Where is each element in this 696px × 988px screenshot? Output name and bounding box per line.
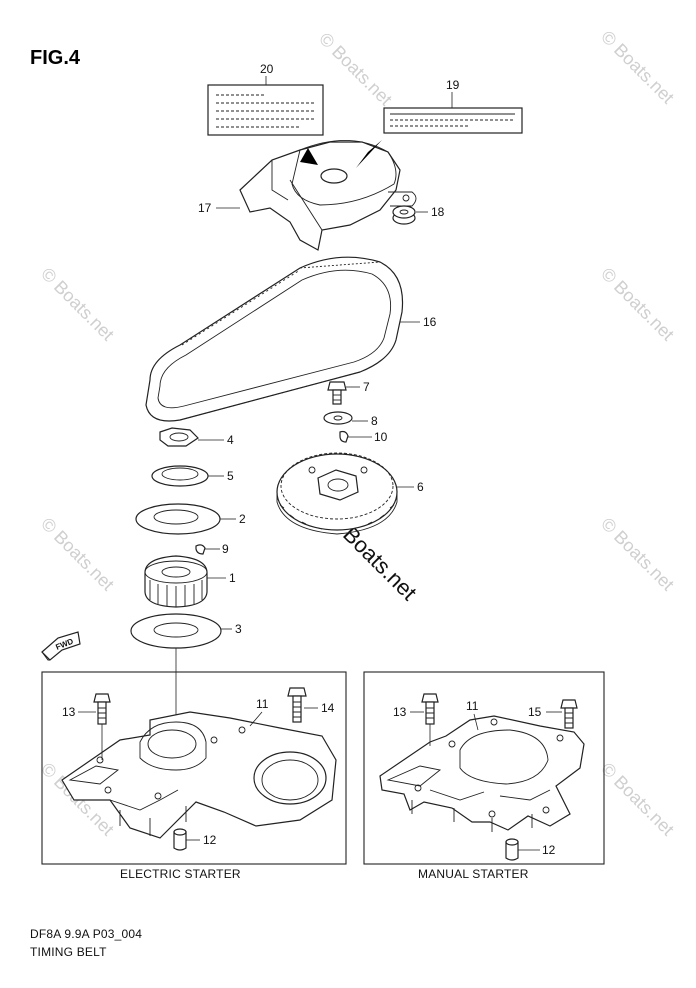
callout-8: 8 <box>371 414 378 428</box>
part-20-label-sticker: 20 <box>207 62 324 136</box>
callout-10: 10 <box>374 430 388 444</box>
model-code: DF8A 9.9A P03_004 <box>30 927 142 941</box>
callout-19: 19 <box>446 78 460 92</box>
figure-title: FIG.4 <box>30 47 81 69</box>
callout-15: 15 <box>528 705 542 719</box>
part-6-camshaft-pulley: 6 <box>276 452 424 535</box>
watermark: © Boats.net <box>597 759 678 840</box>
callout-20: 20 <box>260 62 274 76</box>
callout-12-manual: 12 <box>542 843 556 857</box>
part-11-housing-manual-callout: 11 <box>466 699 479 731</box>
part-8-washer: 8 <box>323 411 378 428</box>
part-1-crankshaft-pulley: 1 <box>144 555 236 608</box>
part-17-belt-cover: 17 <box>198 140 417 251</box>
part-18-grommet: 18 <box>392 205 445 225</box>
callout-3: 3 <box>235 622 242 636</box>
electric-starter-label: ELECTRIC STARTER <box>120 867 241 881</box>
figure-name: TIMING BELT <box>30 945 107 959</box>
part-16-timing-belt: 16 <box>145 256 437 422</box>
manual-starter-frame <box>363 671 605 865</box>
callout-11-electric: 11 <box>256 697 269 711</box>
callout-11-manual: 11 <box>466 699 479 713</box>
watermark: © Boats.net <box>37 514 118 595</box>
manual-starter-label: MANUAL STARTER <box>418 867 529 881</box>
fwd-arrow-icon: FWD <box>41 631 81 661</box>
watermark: © Boats.net <box>315 29 396 110</box>
watermark: © Boats.net <box>597 27 678 108</box>
part-10-key: 10 <box>339 430 388 444</box>
part-12-dowel-manual: 12 <box>505 838 556 861</box>
callout-13-manual: 13 <box>393 705 407 719</box>
callout-4: 4 <box>227 433 234 447</box>
part-12-dowel-electric: 12 <box>173 828 217 851</box>
electric-starter-housing <box>61 711 337 839</box>
callout-1: 1 <box>229 571 236 585</box>
callout-5: 5 <box>227 469 234 483</box>
part-14-bolt: 14 <box>287 687 335 723</box>
callout-17: 17 <box>198 201 212 215</box>
part-19-label-sticker: 19 <box>383 78 523 134</box>
callout-6: 6 <box>417 480 424 494</box>
part-9-key: 9 <box>195 542 229 556</box>
callout-12-electric: 12 <box>203 833 217 847</box>
watermark: © Boats.net <box>37 264 118 345</box>
callout-16: 16 <box>423 315 437 329</box>
watermark: © Boats.net <box>597 514 678 595</box>
callout-14: 14 <box>321 701 335 715</box>
manual-starter-housing <box>379 715 585 832</box>
part-15-bolt: 15 <box>528 699 578 729</box>
part-11-housing-electric-callout: 11 <box>249 697 269 727</box>
part-7-bolt: 7 <box>327 380 370 405</box>
callout-9: 9 <box>222 542 229 556</box>
part-4-nut: 4 <box>159 427 234 447</box>
part-13-bolt-electric: 13 <box>62 693 111 760</box>
part-3-guide-plate: 3 <box>130 613 242 649</box>
callout-7: 7 <box>363 380 370 394</box>
part-5-washer: 5 <box>151 465 234 487</box>
part-13-bolt-manual: 13 <box>393 693 439 746</box>
electric-starter-frame <box>41 671 347 865</box>
watermark: © Boats.net <box>597 264 678 345</box>
callout-18: 18 <box>431 205 445 219</box>
callout-2: 2 <box>239 512 246 526</box>
part-2-guide-plate: 2 <box>135 503 246 535</box>
callout-13-electric: 13 <box>62 705 76 719</box>
